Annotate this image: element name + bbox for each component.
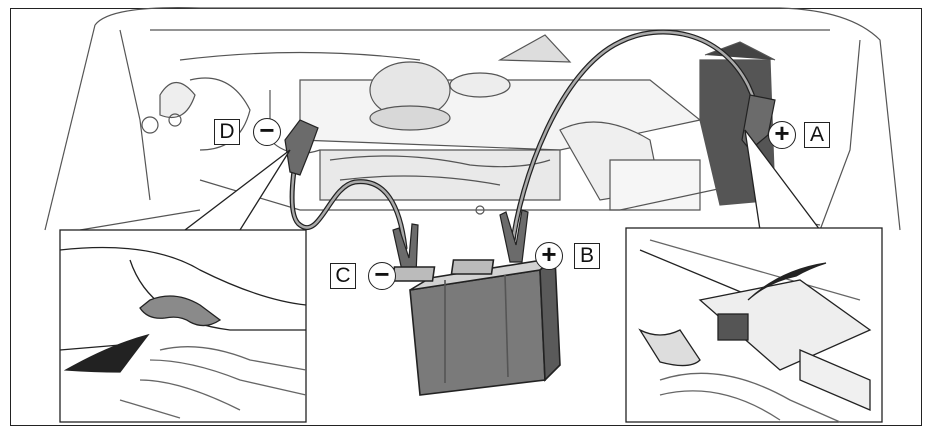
clamp-d: [284, 119, 319, 176]
label-c-letter: C: [330, 263, 356, 289]
label-d-letter: D: [214, 119, 240, 145]
inset-positive-terminal: [625, 227, 883, 423]
booster-battery: [391, 256, 561, 396]
label-c-sign: −: [368, 261, 396, 290]
label-b-sign: +: [535, 241, 563, 270]
clamp-b: [499, 209, 529, 263]
inset-negative-ground: [59, 229, 307, 423]
label-b-letter: B: [574, 243, 600, 269]
label-a-sign: +: [768, 120, 796, 149]
label-a-letter: A: [804, 122, 830, 148]
callout-left: [183, 149, 291, 231]
label-d-sign: −: [253, 117, 281, 146]
